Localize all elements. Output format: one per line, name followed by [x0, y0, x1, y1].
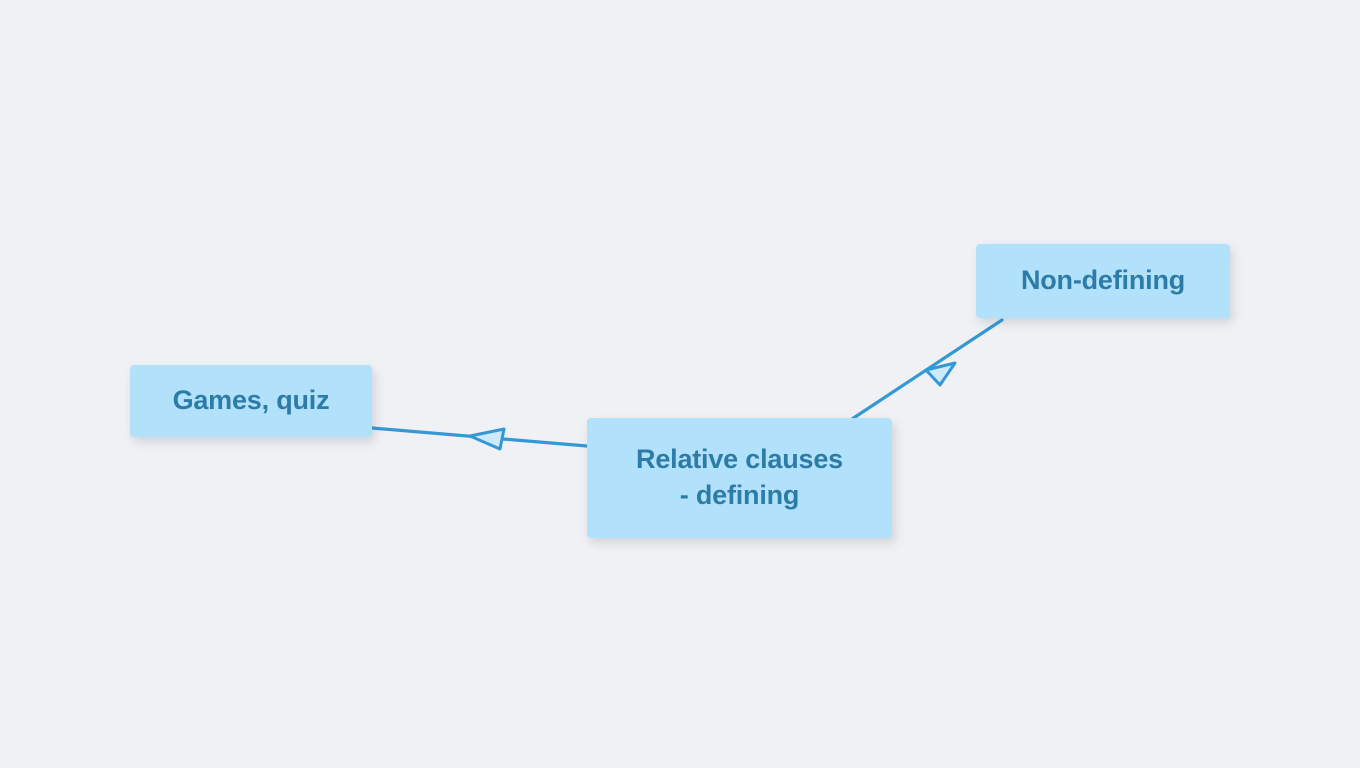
arrowhead-up-right-icon — [924, 361, 957, 387]
node-games-quiz[interactable]: Games, quiz — [130, 365, 372, 437]
edge-relative-to-nondefining — [850, 318, 1004, 421]
node-games-quiz-label: Games, quiz — [172, 385, 330, 416]
node-relative-clauses-defining-label: Relative clauses - defining — [636, 444, 843, 510]
node-non-defining-label: Non-defining — [1020, 265, 1186, 296]
node-non-defining[interactable]: Non-defining — [976, 244, 1230, 318]
edge-relative-to-games — [370, 426, 589, 451]
node-relative-clauses-defining[interactable]: Relative clauses - defining — [587, 418, 892, 538]
arrowhead-left-icon — [468, 427, 506, 451]
